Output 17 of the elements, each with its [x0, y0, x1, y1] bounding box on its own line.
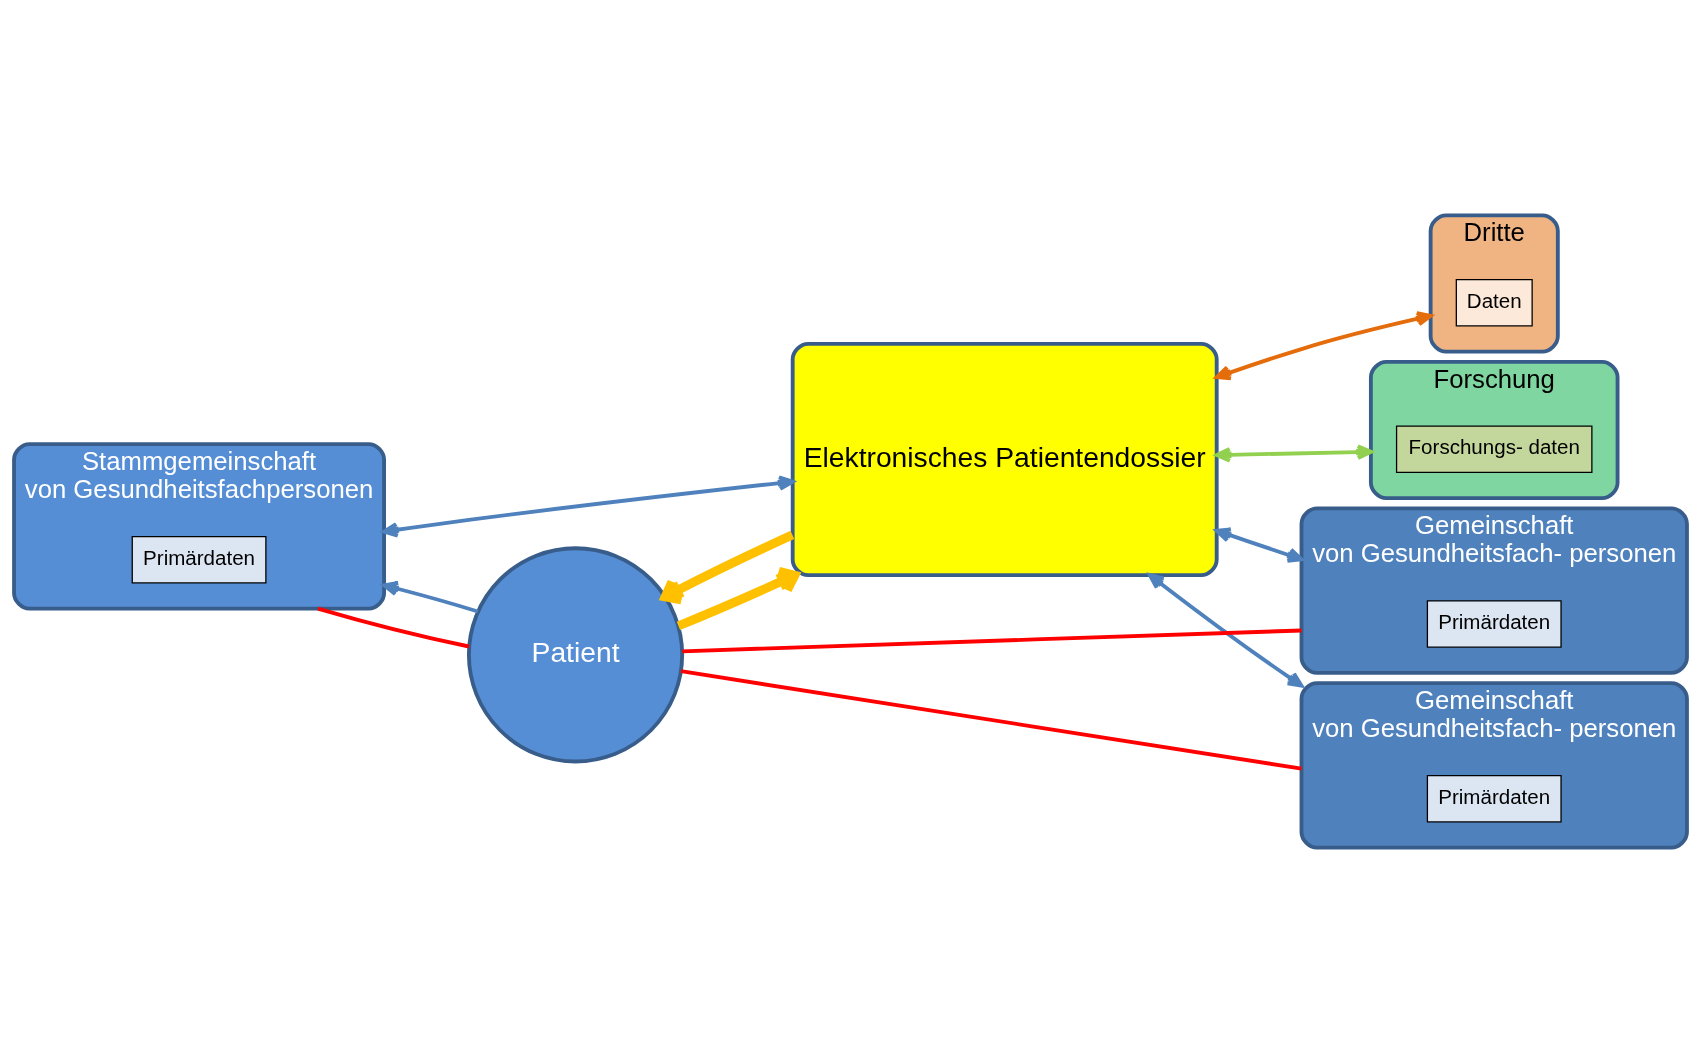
connector — [680, 668, 1302, 771]
connector — [317, 606, 470, 648]
node-box: Elektronisches Patientendossier — [790, 341, 1219, 577]
connector — [682, 628, 1302, 653]
node-box: Primärdaten — [1426, 774, 1562, 822]
arrow — [1214, 310, 1433, 380]
arrow — [382, 580, 479, 613]
node-box: Daten — [1455, 278, 1533, 327]
arrow — [1148, 572, 1304, 688]
arrow — [1214, 443, 1373, 463]
arrow — [660, 530, 795, 604]
arrow — [676, 566, 800, 630]
arrow — [1214, 526, 1304, 563]
node-box: Primärdaten — [1426, 599, 1562, 648]
arrow — [382, 474, 795, 537]
node-box: Primärdaten — [131, 535, 267, 584]
node-box: Forschungs- daten — [1395, 425, 1593, 473]
